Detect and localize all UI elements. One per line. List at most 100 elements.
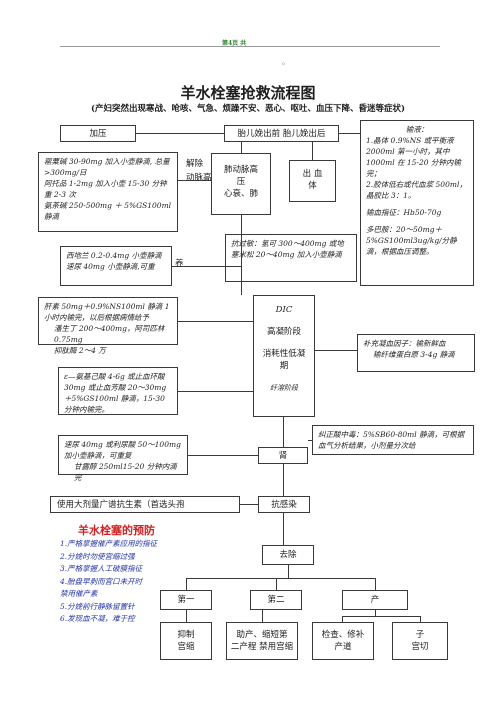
inspect-line-1: 检查、修补 bbox=[321, 630, 365, 640]
box-stage-three: 产 bbox=[342, 590, 408, 610]
prevention-title: 羊水栓塞的预防 bbox=[78, 524, 155, 537]
box-kidney: 肾 bbox=[258, 447, 308, 464]
box-heparin: 肝素 50mg＋0.9%NS100ml 静滴 1 小时内输完，以后根据病情给予 … bbox=[38, 297, 178, 355]
box-remove: 去除 bbox=[262, 545, 314, 565]
box-stage-two: 第二 bbox=[250, 590, 302, 610]
prevention-item: 3.严格掌握人工破膜指征 bbox=[60, 564, 143, 573]
box-bleeding: 出 血 体 bbox=[289, 160, 336, 202]
header-divider bbox=[60, 46, 440, 47]
box-pressurize: 加压 bbox=[60, 125, 136, 142]
atropine-line: 阿托品 1-2mg 加入小壶 15-30 分钟重 2-3 次 bbox=[44, 179, 167, 199]
prevention-item: 5.分娩前行静脉留置针 bbox=[60, 601, 135, 611]
top-dot: 。 bbox=[282, 58, 289, 66]
assist-line-2: 二产程 禁用宫缩 bbox=[230, 642, 294, 652]
connector bbox=[375, 578, 376, 590]
heparin-line: 肝素 50mg＋0.9%NS100ml 静滴 1 小时内输完，以后根据病情给予 bbox=[44, 302, 170, 322]
box-dic: DIC 高凝阶段 消耗性低凝 期 纤溶阶段 bbox=[253, 295, 315, 417]
page-title: 羊水栓塞抢救流程图 bbox=[180, 84, 316, 102]
coag-line-1: 补充凝血因子：输新鲜血 bbox=[363, 339, 446, 348]
inhibit-line-2: 宫缩 bbox=[177, 642, 195, 652]
hyst-line-2: 宫切 bbox=[411, 642, 429, 652]
transfusion-indication: 输血指征：Hb50-70g bbox=[366, 208, 442, 217]
connector bbox=[186, 578, 187, 590]
connector bbox=[136, 133, 224, 134]
dipyridamole-line: 潘生丁 200～400mg，阿司匹林 0.75mg bbox=[54, 324, 165, 344]
coag-line-2: 输纤维蛋白原 3-4g 静滴 bbox=[373, 350, 455, 359]
box-anti-infection: 抗感染 bbox=[258, 496, 310, 513]
connector bbox=[308, 440, 312, 441]
box-fetus-delivery: 胎儿娩出前 胎儿娩出后 bbox=[224, 125, 339, 142]
connector bbox=[315, 350, 357, 351]
box-coag-factors: 补充凝血因子：输新鲜血 输纤维蛋白原 3-4g 静滴 bbox=[357, 334, 475, 372]
papaverine-line: 罂粟碱 30-90mg 加入小壶静滴, 总量>300mg/日 bbox=[44, 157, 170, 177]
pulmonary-line-1: 肺动脉高 bbox=[223, 165, 258, 175]
box-anti-allergy: 抗过敏：氢可 300～400mg 或地塞米松 20～40mg 加入小壶静滴 bbox=[225, 234, 357, 282]
box-inhibit: 抑制 宫缩 bbox=[160, 622, 212, 660]
box-assist: 助产、缩短第 二产程 禁用宫缩 bbox=[226, 622, 298, 660]
connector bbox=[186, 578, 376, 579]
pulmonary-line-2: 压 bbox=[236, 177, 246, 187]
connector bbox=[283, 417, 284, 447]
box-acidosis: 纠正酸中毒：5%SB60-80ml 静滴，可根据血气分析结果，小剂量分次给 bbox=[312, 425, 474, 455]
connector bbox=[276, 578, 277, 590]
dic-hypercoag: 高凝阶段 bbox=[266, 327, 301, 337]
dic-fibrinolysis: 纤溶阶段 bbox=[270, 384, 298, 392]
box-antifibrinolytic: ε—氨基己酸 4-6g 或止血环酸 30mg 或止血芳酸 20～30mg＋5%G… bbox=[58, 367, 178, 415]
connector bbox=[188, 455, 258, 456]
bleeding-line-2: 体 bbox=[308, 181, 317, 191]
box-pulmonary-hypertension: 肺动脉高 压 心衰、肺 bbox=[211, 153, 271, 215]
dopamine-line: 多巴胺：20～50mg＋5%GS100ml3ug/kg/分静滴，根据血压调整。 bbox=[366, 225, 457, 256]
connector bbox=[312, 142, 313, 160]
page-header: 第4页 共 bbox=[222, 40, 247, 47]
box-antibiotics: 使用大剂量广谱抗生素（首选头孢 bbox=[50, 496, 240, 513]
box-cardiac: 西地兰 0.2-0.4mg 小壶静滴 速尿 40mg 小壶静滴,可重 bbox=[60, 246, 172, 286]
page-subtitle: (产妇突然出现寒战、呛咳、气急、烦躁不安、恶心、呕吐、血压下降、昏迷等症状) bbox=[90, 104, 406, 114]
aminophylline-line: 氨茶碱 250-500mg ＋ 5%GS100ml 静滴 bbox=[44, 201, 172, 221]
prevention-item: 1.严格掌握催产素应用的指征 bbox=[60, 539, 158, 548]
dic-consumptive: 消耗性低凝 bbox=[262, 349, 306, 359]
prevention-item: 4.胎盘早剥而宫口未开时 bbox=[60, 576, 143, 586]
prevention-item: 6.发现血不凝，难于控 bbox=[60, 614, 135, 623]
infusion-line-2: 2.胶体低右或代血浆 500ml，晶胶比 3：1。 bbox=[366, 180, 467, 200]
infusion-title: 输液： bbox=[405, 125, 429, 134]
connector bbox=[186, 610, 187, 622]
connector bbox=[420, 616, 421, 622]
label-nourish: 养 bbox=[175, 259, 184, 269]
inspect-line-2: 产道 bbox=[334, 642, 352, 652]
infusion-line-1: 1.晶体 0.9%NS 或平衡液 2000ml 第一小时，其中 1000ml 在… bbox=[366, 136, 461, 178]
pulmonary-line-3: 心衰、肺 bbox=[223, 189, 258, 199]
deslanoside-line: 西地兰 0.2-0.4mg 小壶静滴 bbox=[66, 251, 162, 260]
prevention-item: 2.分娩时勿使宫缩过强 bbox=[60, 551, 135, 561]
furosemide-line: 速尿 40mg 小壶静滴,可重 bbox=[66, 262, 155, 271]
dic-label: DIC bbox=[275, 305, 293, 315]
mannitol-line: 甘露醇 250ml15-20 分钟内滴完 bbox=[74, 462, 177, 482]
assist-line-1: 助产、缩短第 bbox=[236, 630, 288, 640]
inhibit-line-1: 抑制 bbox=[177, 630, 195, 640]
hyst-line-1: 子 bbox=[415, 630, 425, 640]
label-artery: 动脉高 bbox=[186, 173, 212, 183]
diuretic-line-1: 速尿 40mg 或利尿酸 50～100mg 加小壶静滴，可重复 bbox=[64, 440, 181, 460]
connector bbox=[241, 215, 242, 295]
connector bbox=[288, 565, 289, 578]
prevention-list: 1.严格掌握催产素应用的指征 2.分娩时勿使宫缩过强 3.严格掌握人工破膜指征 … bbox=[60, 538, 192, 626]
connector bbox=[172, 266, 241, 267]
connector bbox=[283, 464, 284, 496]
box-stage-one: 第一 bbox=[160, 590, 212, 610]
prevention-item: 禁用催产素 bbox=[60, 589, 98, 598]
connector bbox=[178, 321, 253, 322]
connector bbox=[240, 504, 258, 505]
connector bbox=[262, 610, 263, 622]
connector bbox=[342, 616, 420, 617]
connector bbox=[375, 610, 376, 616]
connector bbox=[342, 616, 343, 622]
aprotinin-line: 抑肽酶 2～4 万 bbox=[54, 346, 106, 355]
connector bbox=[178, 180, 211, 181]
dic-stage: 期 bbox=[279, 361, 289, 371]
box-infusion: 输液： 1.晶体 0.9%NS 或平衡液 2000ml 第一小时，其中 1000… bbox=[360, 120, 474, 286]
bleeding-line-1: 出 血 bbox=[302, 169, 323, 179]
connector bbox=[283, 513, 284, 545]
connector bbox=[241, 142, 242, 153]
connector bbox=[339, 133, 360, 134]
connector bbox=[178, 391, 253, 392]
box-hysterectomy: 子 宫切 bbox=[392, 622, 448, 660]
